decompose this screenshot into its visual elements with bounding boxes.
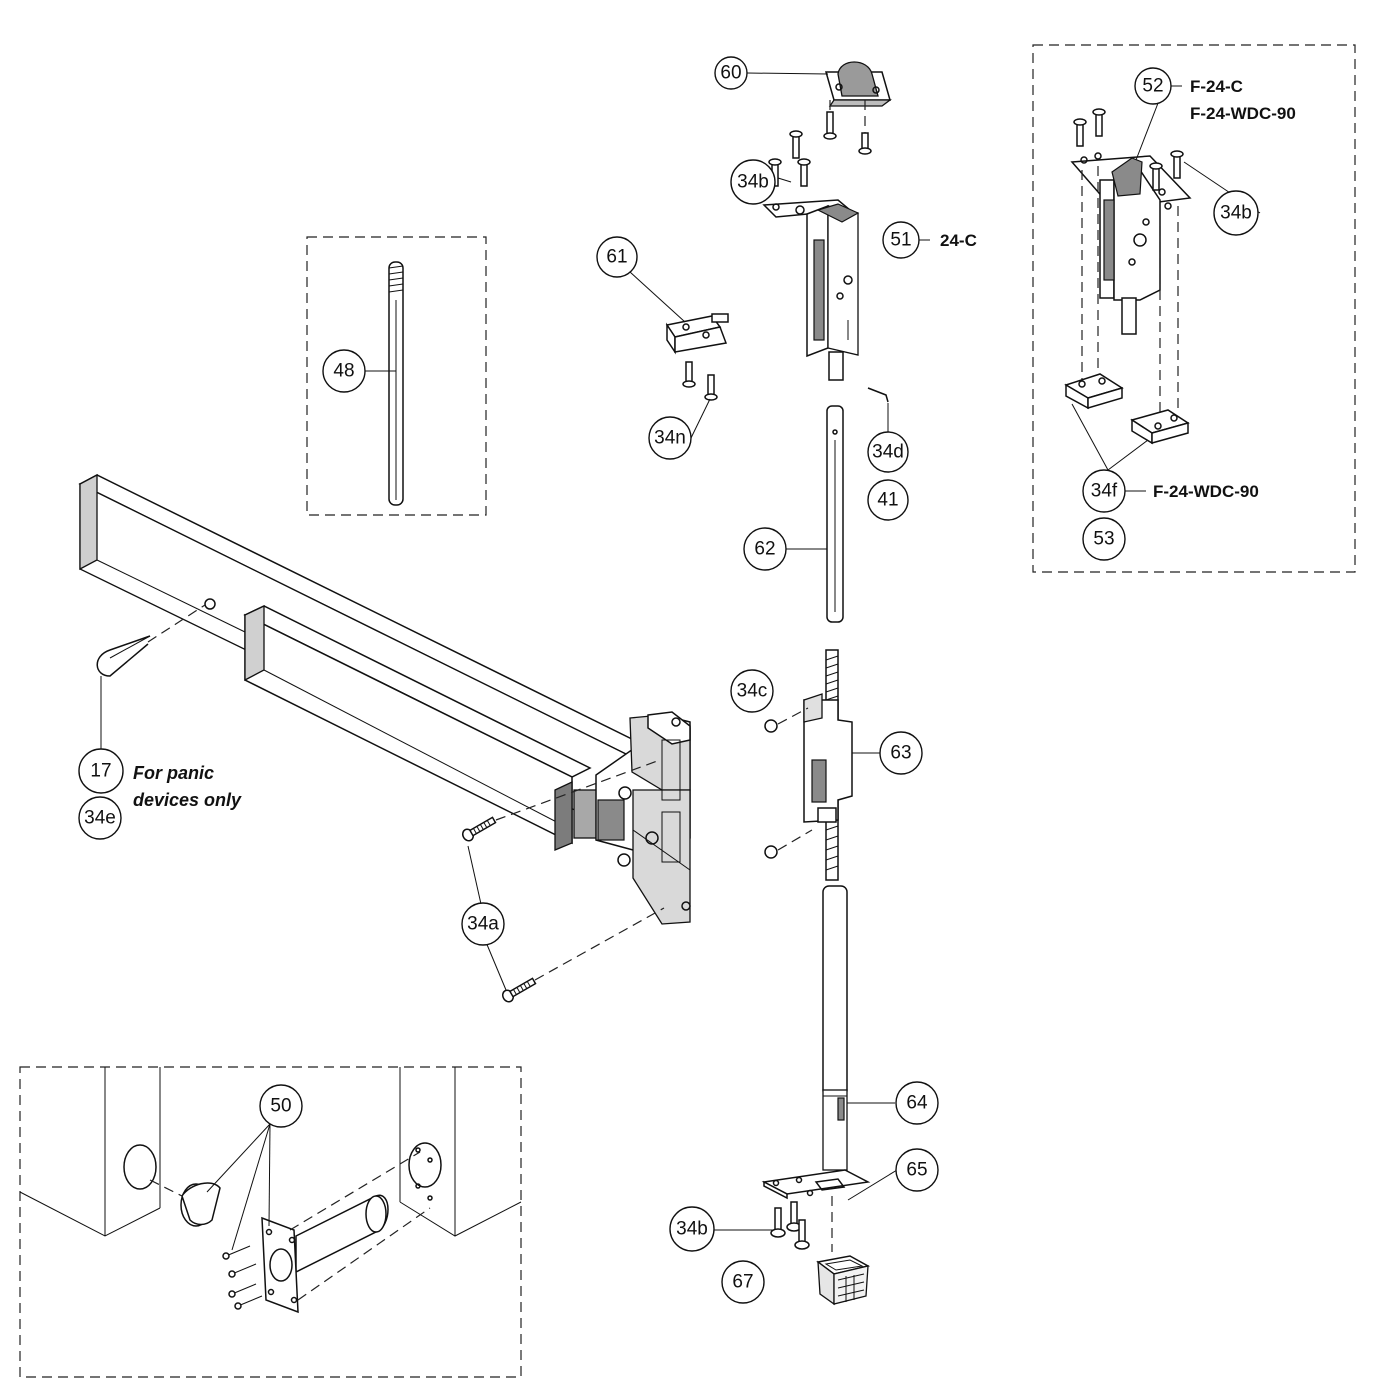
svg-text:34b: 34b [1220,203,1252,224]
model-label-52-line2: F-24-WDC-90 [1190,104,1296,123]
callout-50: 50 [259,1084,303,1128]
callout-34c: 34c [730,669,774,713]
part-67-cup [816,1255,871,1306]
svg-text:34a: 34a [467,914,499,935]
panic-note-line2: devices only [133,790,242,810]
svg-text:34b: 34b [737,172,769,193]
callout-64: 64 [895,1081,939,1125]
model-label-51: 24-C [940,231,977,250]
inset-box-52-53 [1032,44,1356,573]
svg-text:67: 67 [732,1272,753,1293]
part-34n-screws [682,361,718,401]
callout-61: 61 [596,236,638,278]
svg-text:17: 17 [90,761,111,782]
callout-65: 65 [895,1148,939,1192]
callout-53: 53 [1082,517,1126,561]
callout-41: 41 [867,479,909,521]
svg-text:34d: 34d [872,442,904,463]
svg-text:51: 51 [890,230,911,251]
callout-63: 63 [879,731,923,775]
callout-34n: 34n [648,416,692,460]
callout-48: 48 [322,349,366,393]
part-61-block [665,313,729,355]
svg-text:61: 61 [606,247,627,268]
svg-text:34c: 34c [737,681,768,702]
part-63-mechanism [803,649,853,881]
svg-text:48: 48 [333,361,354,382]
callout-34a: 34a [461,902,505,946]
svg-text:60: 60 [720,63,741,84]
svg-text:34n: 34n [654,428,686,449]
part-62-rod [826,405,844,623]
callout-34b-bottom: 34b [669,1206,715,1252]
svg-text:63: 63 [890,743,911,764]
svg-text:50: 50 [270,1096,291,1117]
callout-51: 51 [882,221,920,259]
svg-text:41: 41 [877,490,898,511]
part-17-pin [96,635,151,677]
part-34a-screws [461,816,537,1003]
exit-device-bar [78,473,691,925]
leader-17-hole [147,604,206,643]
part-50-door-scene [19,1067,522,1314]
part-34f-spacer-left [1064,373,1124,410]
part-34f-spacer-right [1130,409,1190,445]
part-60-screws [823,111,872,155]
model-label-52-line1: F-24-C [1190,77,1243,96]
callout-34b-top: 34b [730,159,776,205]
callout-17: 17 [78,748,124,794]
inset-box-50 [19,1066,522,1378]
callout-52: 52 [1134,67,1172,105]
leader-34a-lower [534,907,665,981]
svg-text:65: 65 [906,1160,927,1181]
part-48-rod [388,261,404,506]
model-label-34f: F-24-WDC-90 [1153,482,1259,501]
svg-text:62: 62 [754,539,775,560]
part-51-top-latch [762,199,860,381]
svg-text:53: 53 [1093,529,1114,550]
panic-note-line1: For panic [133,763,214,783]
svg-text:34e: 34e [84,808,116,829]
callout-67: 67 [721,1260,765,1304]
inset-box-48 [306,236,487,516]
svg-text:64: 64 [906,1093,928,1114]
leader-lines [100,72,1261,1251]
part-34c-screws [764,719,778,859]
svg-text:34b: 34b [676,1219,708,1240]
part-34d-clip [867,387,889,403]
leader-34a-upper [495,759,661,821]
part-34b-bottom-screws [770,1201,810,1250]
callout-34b-right: 34b [1213,190,1259,236]
callout-34f: 34f [1082,469,1126,513]
part-60-strike [825,61,892,107]
part-52-latch [1070,152,1192,335]
inset-dashed-guides [1081,166,1179,412]
part-34b-inset-screws [1073,108,1184,191]
callout-60: 60 [714,56,748,90]
svg-text:34f: 34f [1091,481,1118,502]
callout-34e: 34e [78,796,122,840]
part-34b-top-screws [768,130,811,187]
svg-text:52: 52 [1142,76,1163,97]
callout-34d: 34d [867,431,909,473]
part-65-plate [761,1169,871,1200]
part-64-tube [822,885,848,1171]
callout-62: 62 [743,527,787,571]
